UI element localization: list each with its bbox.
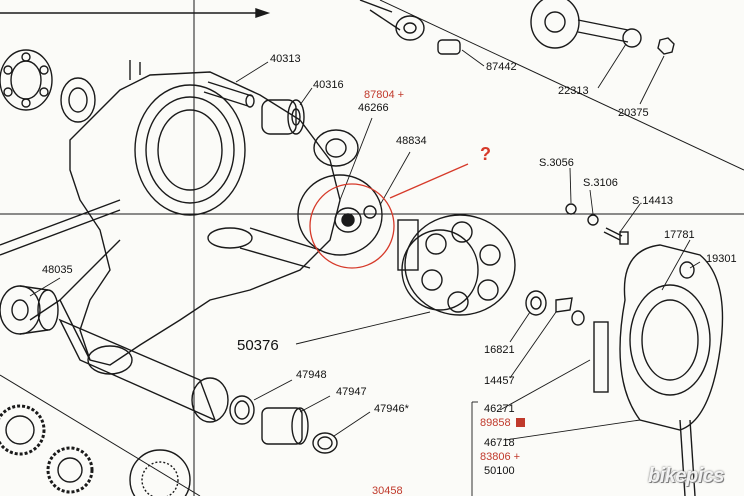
label-S14413: S.14413 [632, 195, 673, 207]
label-14457: 14457 [484, 375, 515, 387]
label-22313: 22313 [558, 85, 589, 97]
label-50376: 50376 [237, 337, 279, 354]
part-S3056-washer [565, 203, 577, 215]
part-46266-circlip [297, 174, 383, 256]
label-S3106: S.3106 [583, 177, 618, 189]
label-87442: 87442 [486, 61, 517, 73]
part-48035-bushing [0, 285, 59, 335]
part-40313-pin [203, 81, 255, 108]
part-S3106-washer [587, 214, 599, 226]
label-46266: 46266 [358, 102, 389, 114]
label-20375: 20375 [618, 107, 649, 119]
label-40316: 40316 [313, 79, 344, 91]
connecting-rod [359, 0, 425, 41]
left-bearings [0, 49, 96, 123]
red-highlight-annotation [309, 163, 469, 269]
part-22313-bearing [622, 28, 642, 48]
red-square-icon [516, 418, 525, 427]
label-46271: 46271 [484, 403, 515, 415]
label-83806: 83806 + [480, 451, 521, 463]
label-47947: 47947 [336, 386, 367, 398]
label-16821: 16821 [484, 344, 515, 356]
part-magneto-cover [619, 244, 724, 496]
swing-arm-tube [58, 318, 229, 423]
label-46718: 46718 [484, 437, 515, 449]
label-50100: 50100 [484, 465, 515, 477]
part-87442-pin [437, 39, 461, 55]
label-40313: 40313 [270, 53, 301, 65]
label-87804: 87804 + [364, 89, 405, 101]
label-48035: 48035 [42, 264, 73, 276]
watermark-logo: bikepics [647, 465, 725, 487]
label-30458: 30458 [372, 485, 403, 496]
label-48834: 48834 [396, 135, 427, 147]
part-14457-key [555, 297, 585, 326]
leader-lines [29, 43, 701, 496]
part-47947-bushing [261, 407, 309, 445]
label-19301: 19301 [706, 253, 737, 265]
label-47946: 47946* [374, 403, 409, 415]
part-46271-coil [593, 321, 609, 393]
part-47948-washer [229, 395, 255, 425]
part-S14413-bolt [603, 227, 629, 245]
part-16821-clip [525, 290, 547, 316]
label-89858: 89858 [480, 417, 511, 429]
label-47948: 47948 [296, 369, 327, 381]
part-47946-ring [312, 432, 338, 454]
part-clutch-drum [397, 214, 516, 316]
crankshaft [530, 0, 629, 49]
part-20375-nut [657, 37, 675, 55]
label-S3056: S.3056 [539, 157, 574, 169]
question-mark: ? [480, 144, 491, 164]
gears-bottom-left [0, 404, 191, 496]
crankcase-housing [29, 60, 359, 366]
label-17781: 17781 [664, 229, 695, 241]
arrow-head-icon [255, 8, 271, 18]
part-40316-bushing [261, 99, 305, 135]
